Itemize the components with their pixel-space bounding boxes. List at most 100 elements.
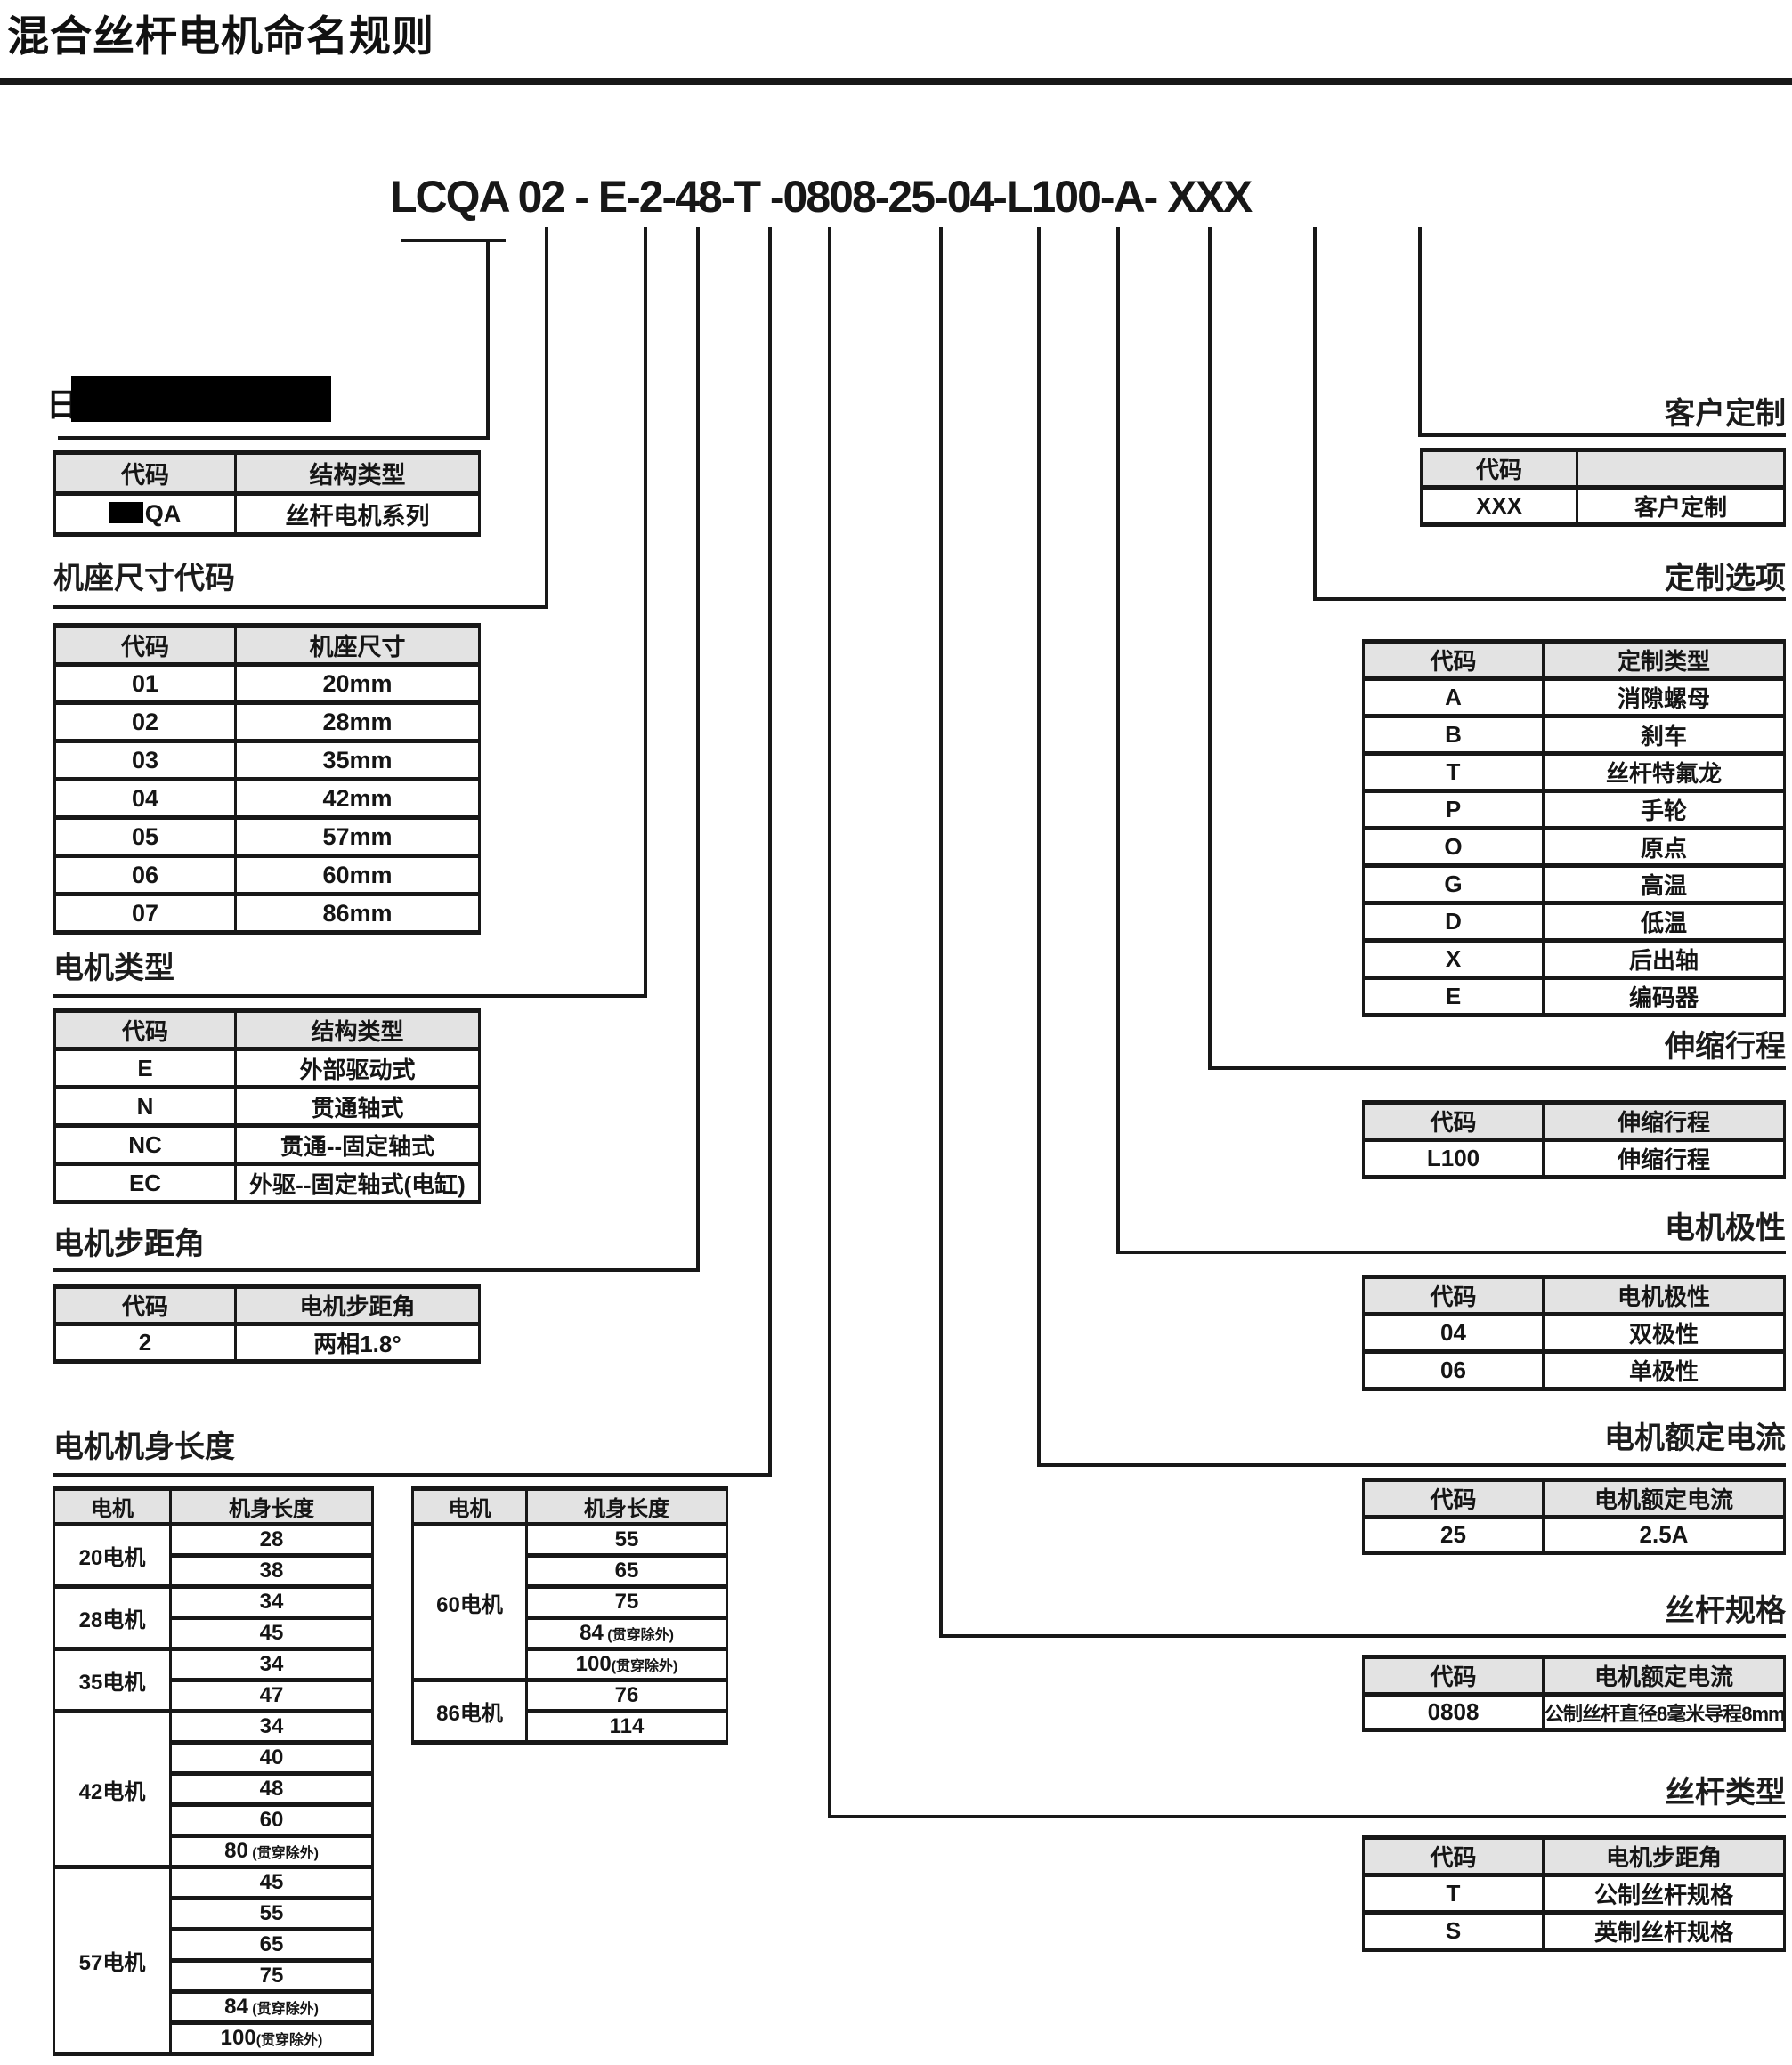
code-cell: 04 <box>1362 1312 1545 1354</box>
length-cell: 65 <box>169 1927 374 1963</box>
value-cell: 两相1.8° <box>234 1322 481 1364</box>
code-cell: 01 <box>53 662 237 705</box>
section-label-custom-options: 定制选项 <box>1665 562 1786 595</box>
value-cell: 客户定制 <box>1576 485 1786 527</box>
body-length-table-right: 电机 机身长度 60电机 55 65 75 84 (贯穿除外) 100(贯穿除外… <box>411 1486 728 1745</box>
motor-cell: 42电机 <box>53 1709 172 1869</box>
header-cell: 电机 <box>53 1486 172 1526</box>
section-rule <box>1208 1066 1786 1070</box>
header-cell: 电机额定电流 <box>1542 1478 1786 1519</box>
section-rule <box>939 1634 1786 1638</box>
header-cell: 电机额定电流 <box>1542 1655 1786 1697</box>
connector-line <box>1037 227 1041 1467</box>
page-title: 混合丝杆电机命名规则 <box>7 12 434 60</box>
header-cell: 代码 <box>53 450 237 496</box>
body-length-table-left: 电机 机身长度 20电机 28 38 28电机 34 45 35电机 34 47… <box>53 1486 374 2056</box>
section-label-polarity: 电机极性 <box>1665 1211 1786 1245</box>
value-cell: 编码器 <box>1542 976 1786 1017</box>
header-cell: 结构类型 <box>234 450 481 496</box>
length-cell: 60 <box>169 1802 374 1838</box>
length-cell: 34 <box>169 1709 374 1745</box>
value-cell: 低温 <box>1542 901 1786 943</box>
connector-line <box>1313 227 1317 601</box>
length-cell: 34 <box>169 1584 374 1620</box>
length-cell: 84 (贯穿除外) <box>525 1616 728 1651</box>
code-cell: 05 <box>53 815 237 858</box>
value-cell: 双极性 <box>1542 1312 1786 1354</box>
value-cell: 42mm <box>234 777 481 820</box>
code-cell: 04 <box>53 777 237 820</box>
length-cell: 84 (贯穿除外) <box>169 1989 374 2025</box>
length-cell: 45 <box>169 1865 374 1900</box>
code-cell: B <box>1362 714 1545 756</box>
code-cell: D <box>1362 901 1545 943</box>
section-rule <box>1037 1463 1786 1467</box>
code-cell: T <box>1362 751 1545 793</box>
code-cell: EC <box>53 1162 237 1204</box>
section-rule <box>58 436 490 440</box>
section-rule <box>53 605 548 609</box>
header-cell: 电机步距角 <box>234 1284 481 1326</box>
value-cell: 伸缩行程 <box>1542 1138 1786 1179</box>
value-cell: 20mm <box>234 662 481 705</box>
motor-cell: 35电机 <box>53 1647 172 1713</box>
section-label-motor-type: 电机类型 <box>53 952 174 985</box>
code-cell: 2 <box>53 1322 237 1364</box>
value-cell: 丝杆电机系列 <box>234 491 481 537</box>
value-cell: 单极性 <box>1542 1349 1786 1391</box>
length-cell: 75 <box>169 1958 374 1994</box>
code-cell: G <box>1362 863 1545 905</box>
series-table: 代码 结构类型 QA 丝杆电机系列 <box>53 450 481 537</box>
header-cell: 结构类型 <box>234 1008 481 1051</box>
motor-cell: 86电机 <box>411 1678 528 1745</box>
connector-line <box>545 227 548 609</box>
section-rule <box>53 1473 772 1477</box>
code-cell: 06 <box>1362 1349 1545 1391</box>
header-cell: 电机极性 <box>1542 1275 1786 1316</box>
length-cell: 80 (贯穿除外) <box>169 1834 374 1869</box>
value-cell: 外部驱动式 <box>234 1047 481 1089</box>
code-cell: 07 <box>53 892 237 935</box>
length-cell: 48 <box>169 1771 374 1807</box>
length-cell: 76 <box>525 1678 728 1713</box>
section-rule <box>53 1268 700 1272</box>
header-cell: 机身长度 <box>525 1486 728 1526</box>
length-cell: 55 <box>169 1896 374 1931</box>
code-cell: X <box>1362 938 1545 980</box>
header-cell: 代码 <box>53 623 237 667</box>
header-cell: 代码 <box>53 1284 237 1326</box>
header-cell: 代码 <box>1420 448 1578 490</box>
section-label-screw-spec: 丝杆规格 <box>1665 1594 1786 1628</box>
section-label-base-size: 机座尺寸代码 <box>53 562 235 595</box>
code-cell: 0808 <box>1362 1692 1545 1732</box>
length-cell: 100(贯穿除外) <box>169 2020 374 2056</box>
connector-line <box>696 227 700 1272</box>
connector-line <box>644 227 647 998</box>
header-cell: 代码 <box>53 1008 237 1051</box>
motor-cell: 57电机 <box>53 1865 172 2056</box>
value-cell: 外驱--固定轴式(电缸) <box>234 1162 481 1204</box>
length-cell: 100(贯穿除外) <box>525 1647 728 1682</box>
value-cell: 贯通轴式 <box>234 1085 481 1128</box>
value-cell: 原点 <box>1542 826 1786 868</box>
value-cell: 消隙螺母 <box>1542 676 1786 718</box>
section-label-current: 电机额定电流 <box>1604 1421 1786 1455</box>
connector-line <box>1116 227 1120 1254</box>
header-cell: 代码 <box>1362 1655 1545 1697</box>
header-cell: 机身长度 <box>169 1486 374 1526</box>
connector-line <box>768 227 772 1477</box>
length-cell: 114 <box>525 1709 728 1745</box>
code-cell: 25 <box>1362 1515 1545 1555</box>
header-cell: 代码 <box>1362 1478 1545 1519</box>
length-cell: 75 <box>525 1584 728 1620</box>
code-cell: XXX <box>1420 485 1578 527</box>
value-cell: 英制丝杆规格 <box>1542 1910 1786 1952</box>
header-cell: 代码 <box>1362 1835 1545 1877</box>
value-cell: 28mm <box>234 700 481 743</box>
